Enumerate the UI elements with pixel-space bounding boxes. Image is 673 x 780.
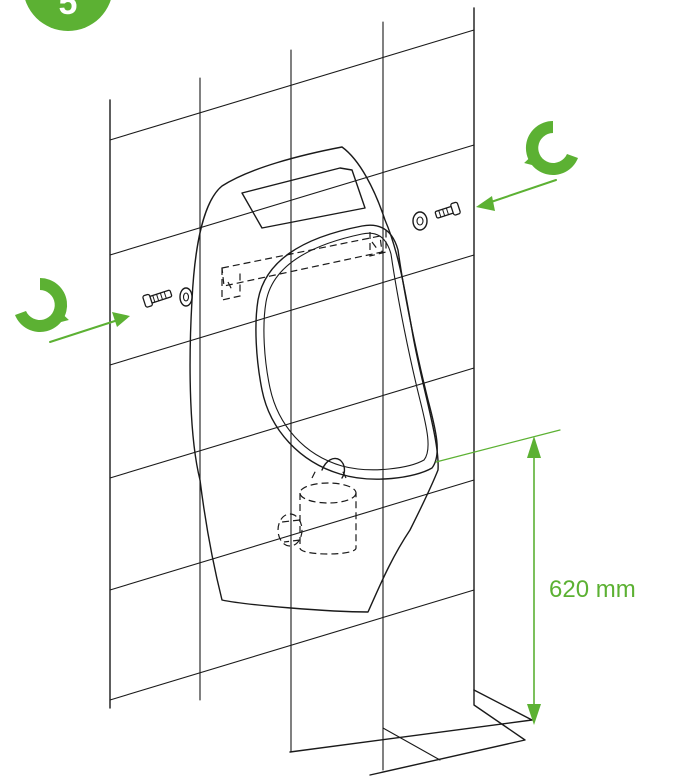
- floor-edge: [289, 689, 533, 753]
- washer-icon: [412, 211, 428, 231]
- urinal-top-panel: [241, 167, 366, 229]
- hidden-mounting-bracket: [221, 230, 387, 301]
- floor-line: [382, 727, 441, 761]
- dimension-label: 620 mm: [549, 576, 636, 603]
- insert-arrow-left: [49, 312, 130, 343]
- rotate-clockwise-icon: [524, 120, 578, 175]
- tiled-wall: [109, 7, 475, 771]
- tile-row-line: [109, 367, 475, 479]
- hidden-siphon: [277, 469, 357, 555]
- insert-arrow-right: [476, 179, 557, 211]
- height-dimension: 620 mm: [435, 429, 636, 725]
- tile-row-line: [109, 29, 475, 141]
- step-number: 5: [59, 0, 78, 22]
- floor-line: [369, 689, 526, 776]
- washer-icon: [179, 287, 193, 307]
- urinal: [189, 146, 439, 613]
- tile-row-line: [109, 254, 475, 366]
- tile-row-line: [109, 589, 475, 701]
- step-badge: 5: [25, 0, 111, 31]
- urinal-bowl-inner: [263, 232, 429, 471]
- tile-row-line: [109, 144, 475, 256]
- floor: [289, 689, 533, 776]
- screw-icon: [142, 289, 173, 308]
- rotate-clockwise-icon: [15, 277, 69, 332]
- tile-row-line: [109, 479, 475, 591]
- urinal-bowl-outer: [255, 224, 438, 480]
- screw-icon: [434, 201, 461, 219]
- urinal-drain-lip: [321, 457, 346, 479]
- urinal-outline: [189, 146, 439, 613]
